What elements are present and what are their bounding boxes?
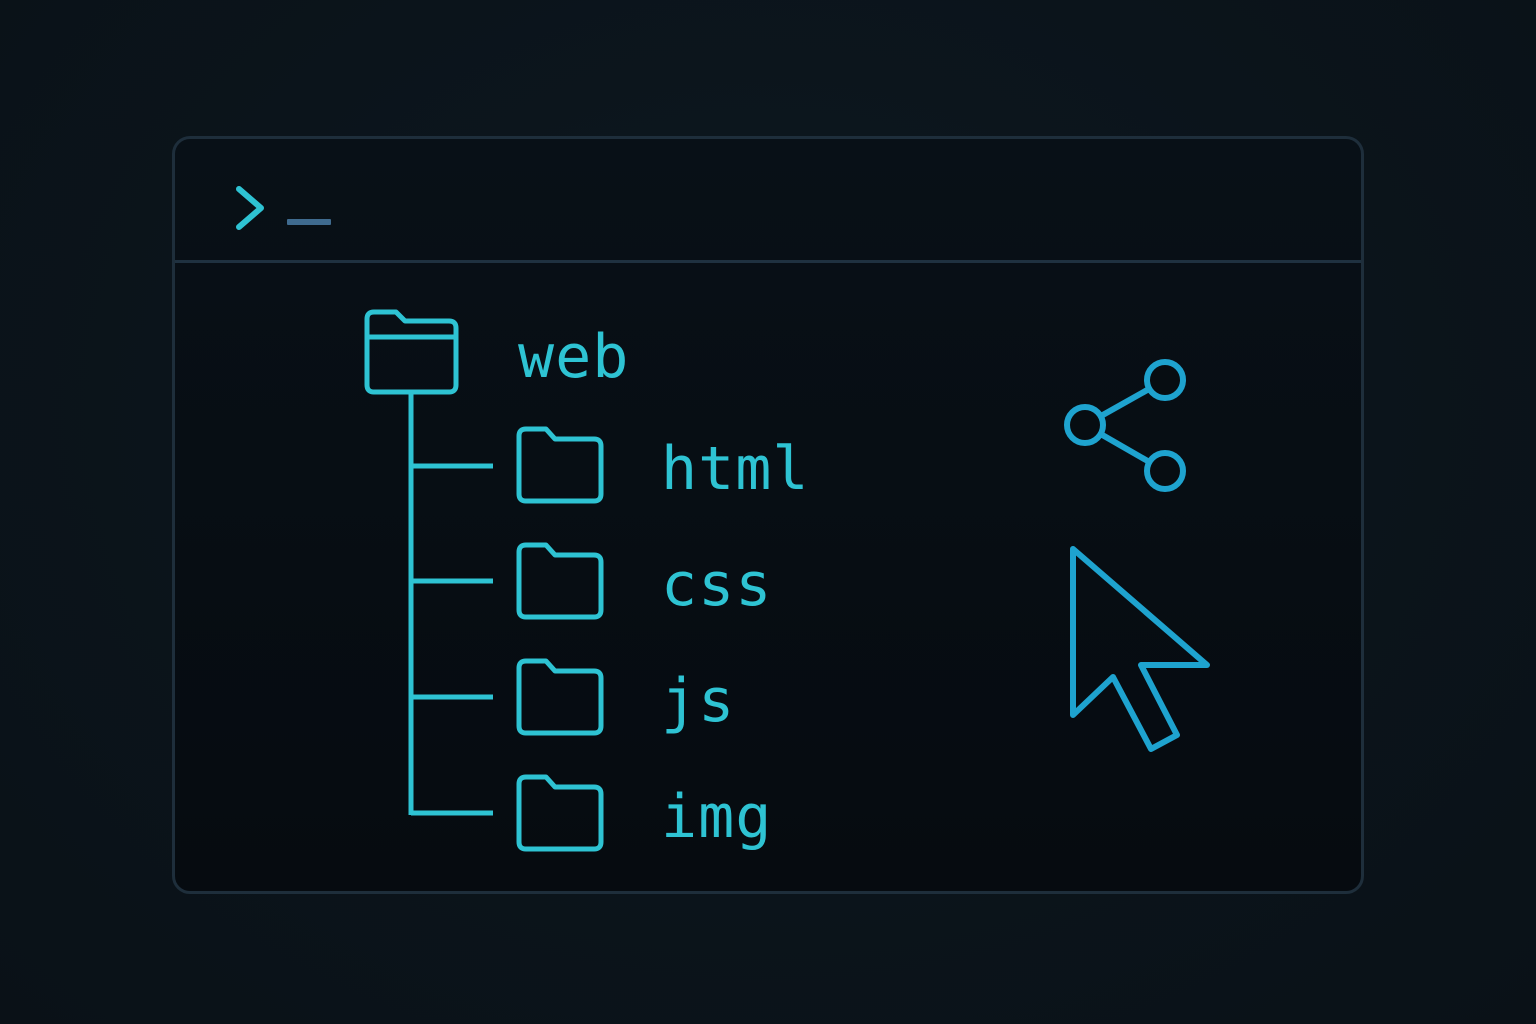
text-cursor [287,219,331,225]
tree-connectors [408,391,493,816]
mouse-pointer-icon [1070,546,1210,752]
folder-label-html[interactable]: html [661,434,810,504]
prompt-bar[interactable] [175,139,1361,263]
folder-icon[interactable] [515,541,605,621]
folder-label-css[interactable]: css [661,550,773,620]
folder-icon[interactable] [515,657,605,737]
share-icon[interactable] [1061,355,1193,499]
folder-label-web[interactable]: web [518,322,630,392]
terminal-window: web html css js img [172,136,1364,894]
folder-open-icon[interactable] [363,307,461,397]
folder-icon[interactable] [515,425,605,505]
folder-label-js[interactable]: js [661,666,736,736]
folder-icon[interactable] [515,773,605,853]
folder-label-img[interactable]: img [661,782,773,852]
chevron-right-icon [236,186,264,230]
